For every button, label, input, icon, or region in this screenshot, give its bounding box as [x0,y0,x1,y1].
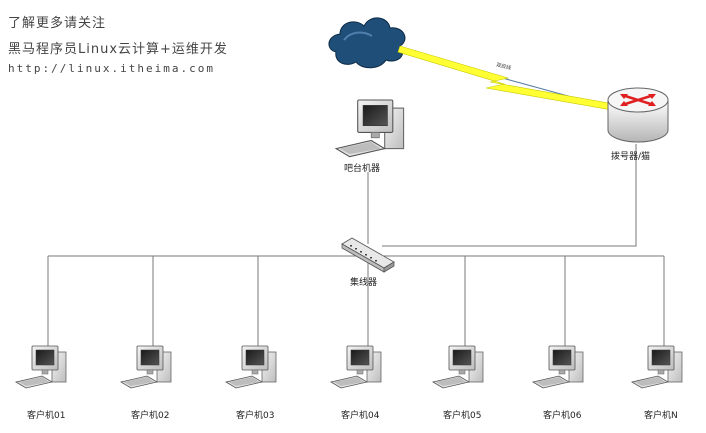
header-brand-text: 黑马程序员Linux云计算+运维开发 [8,42,228,57]
hub-icon [341,237,395,273]
router-label: 拨号器/猫 [611,150,650,162]
header: 了解更多请关注 黑马程序员Linux云计算+运维开发 http://linux.… [8,12,228,75]
client-05-label: 客户机05 [443,409,481,421]
hub-label: 集线器 [350,276,377,288]
client-n-computer-icon [631,345,683,389]
client-n-label: 客户机N [644,409,678,421]
client-03-label: 客户机03 [236,409,274,421]
header-follow-text: 了解更多请关注 [8,16,107,31]
client-02-computer-icon [120,345,172,389]
bar-machine-label: 吧台机器 [344,162,380,174]
client-04-computer-icon [330,345,382,389]
client-01-computer-icon [15,345,67,389]
client-04-label: 客户机04 [341,409,380,421]
link-label: 双绞线 [496,61,512,71]
twisted-pair-link: 双绞线 [397,45,615,111]
client-06-label: 客户机06 [543,409,582,421]
cloud-icon [328,17,406,69]
client-06-computer-icon [532,345,584,389]
bar-machine-computer-icon [335,99,405,158]
client-05-computer-icon [432,345,484,389]
client-02-label: 客户机02 [131,409,169,421]
header-url-link[interactable]: http://linux.itheima.com [8,62,215,75]
client-03-computer-icon [225,345,277,389]
connection-lines [47,144,665,352]
client-01-label: 客户机01 [27,409,65,421]
router-icon [607,87,669,143]
hub-to-router-line [382,144,637,247]
